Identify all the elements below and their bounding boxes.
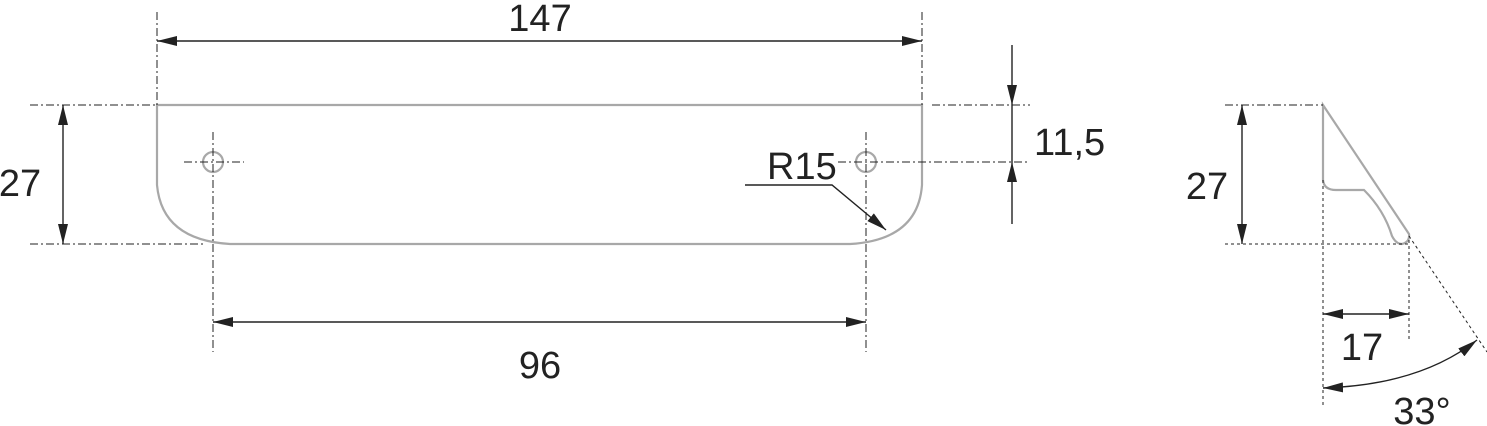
dimension-length-label: 147	[508, 0, 571, 40]
dimension-depth-label: 17	[1341, 327, 1383, 369]
dimension-side-height-label: 27	[1186, 166, 1228, 208]
front-view: 147 96 27 11,5 R15	[0, 0, 1105, 387]
dimension-angle-label: 33°	[1393, 391, 1450, 426]
dimension-hole-offset-label: 11,5	[1034, 122, 1105, 164]
handle-outline	[155, 103, 924, 246]
radius-label: R15	[767, 146, 837, 188]
angle-reference-line	[1408, 235, 1487, 353]
dimension-height-label: 27	[0, 163, 41, 205]
profile-outline	[1321, 101, 1411, 246]
dimension-hole-spacing-label: 96	[519, 345, 561, 387]
radius-leader	[745, 184, 887, 231]
dimension-arc-angle	[1322, 339, 1478, 393]
side-view: 27 17 33°	[1186, 101, 1487, 426]
